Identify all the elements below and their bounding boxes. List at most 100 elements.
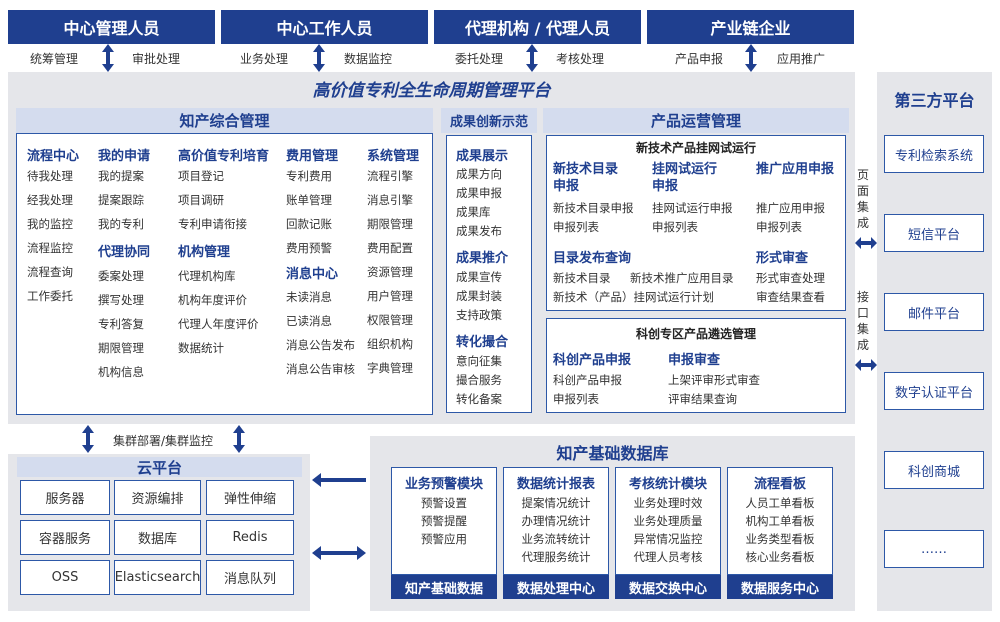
list-item[interactable]: 待我处理 — [27, 169, 73, 183]
list-item[interactable]: 形式审查处理 — [756, 271, 825, 285]
list-item[interactable]: 项目登记 — [178, 169, 224, 183]
list-item[interactable]: 期限管理 — [98, 341, 144, 355]
list-item[interactable]: 新技术推广应用目录 — [630, 271, 734, 285]
cloud-item[interactable]: 资源编排 — [114, 480, 201, 515]
list-item[interactable]: 意向征集 — [456, 354, 502, 368]
module-footer[interactable]: 知产基础数据 — [391, 575, 497, 599]
third-party-item[interactable]: 短信平台 — [884, 214, 984, 252]
list-item[interactable]: 办理情况统计 — [521, 514, 591, 528]
role-sub-left: 业务处理 — [240, 52, 289, 66]
list-item[interactable]: 机构信息 — [98, 365, 144, 379]
list-item[interactable]: 提案跟踪 — [98, 193, 144, 207]
list-item[interactable]: 工作委托 — [27, 289, 73, 303]
list-item[interactable]: 成果宣传 — [456, 270, 502, 284]
list-item[interactable]: 新技术目录申报 — [553, 201, 634, 215]
list-item[interactable]: 核心业务看板 — [745, 550, 815, 564]
list-item[interactable]: 上架评审形式审查 — [668, 373, 760, 387]
module-footer[interactable]: 数据处理中心 — [503, 575, 609, 599]
list-item[interactable]: 业务处理质量 — [633, 514, 703, 528]
list-item[interactable]: 代理人年度评价 — [178, 317, 259, 331]
list-item[interactable]: 异常情况监控 — [633, 532, 703, 546]
list-item[interactable]: 业务流转统计 — [521, 532, 591, 546]
list-item[interactable]: 业务类型看板 — [745, 532, 815, 546]
list-item[interactable]: 预警应用 — [421, 532, 467, 546]
list-item[interactable]: 业务处理时效 — [633, 496, 703, 510]
list-item[interactable]: 委案处理 — [98, 269, 144, 283]
list-item[interactable]: 经我处理 — [27, 193, 73, 207]
list-item[interactable]: 评审结果查询 — [668, 392, 737, 406]
list-item[interactable]: 新技术（产品）挂网试运行计划 — [553, 290, 714, 304]
list-item[interactable]: 撮合服务 — [456, 373, 502, 387]
list-item[interactable]: 转化备案 — [456, 392, 502, 406]
list-item[interactable]: 未读消息 — [286, 290, 332, 304]
list-item[interactable]: 成果库 — [456, 205, 491, 219]
list-item[interactable]: 组织机构 — [367, 337, 413, 351]
list-item[interactable]: 新技术目录 — [553, 271, 611, 285]
cloud-item[interactable]: 消息队列 — [206, 560, 294, 595]
list-item[interactable]: 消息公告发布 — [286, 338, 355, 352]
list-item[interactable]: 费用配置 — [367, 241, 413, 255]
list-item[interactable]: 专利费用 — [286, 169, 332, 183]
list-item[interactable]: 费用预警 — [286, 241, 332, 255]
list-item[interactable]: 支持政策 — [456, 308, 502, 322]
list-item[interactable]: 字典管理 — [367, 361, 413, 375]
cloud-item[interactable]: 数据库 — [114, 520, 201, 555]
list-item[interactable]: 申报列表 — [553, 220, 599, 234]
list-item[interactable]: 专利申请衔接 — [178, 217, 247, 231]
list-item[interactable]: 挂网试运行申报 — [652, 201, 733, 215]
list-item[interactable]: 推广应用申报 — [756, 201, 825, 215]
third-party-item[interactable]: 专利检索系统 — [884, 135, 984, 173]
list-item[interactable]: 账单管理 — [286, 193, 332, 207]
product-ops-title: 产品运营管理 — [543, 108, 849, 133]
third-party-item[interactable]: 数字认证平台 — [884, 372, 984, 410]
list-item[interactable]: 成果申报 — [456, 186, 502, 200]
cloud-item[interactable]: Redis — [206, 520, 294, 555]
list-item[interactable]: 消息公告审核 — [286, 362, 355, 376]
list-item[interactable]: 机构工单看板 — [745, 514, 815, 528]
list-item[interactable]: 申报列表 — [553, 392, 599, 406]
list-item[interactable]: 权限管理 — [367, 313, 413, 327]
list-item[interactable]: 成果封装 — [456, 289, 502, 303]
module-footer[interactable]: 数据交换中心 — [615, 575, 721, 599]
list-item[interactable]: 项目调研 — [178, 193, 224, 207]
list-item[interactable]: 申报列表 — [756, 220, 802, 234]
cloud-item[interactable]: 弹性伸缩 — [206, 480, 294, 515]
cloud-item[interactable]: Elasticsearch — [114, 560, 201, 595]
list-item[interactable]: 消息引擎 — [367, 193, 413, 207]
list-item[interactable]: 流程监控 — [27, 241, 73, 255]
list-item[interactable]: 专利答复 — [98, 317, 144, 331]
cloud-item[interactable]: 服务器 — [20, 480, 110, 515]
third-party-item[interactable]: 邮件平台 — [884, 293, 984, 331]
list-item[interactable]: 我的监控 — [27, 217, 73, 231]
third-party-item[interactable]: …… — [884, 530, 984, 568]
cloud-item[interactable]: OSS — [20, 560, 110, 595]
list-item[interactable]: 人员工单看板 — [745, 496, 815, 510]
list-item[interactable]: 我的提案 — [98, 169, 144, 183]
list-item[interactable]: 成果方向 — [456, 167, 502, 181]
list-item[interactable]: 资源管理 — [367, 265, 413, 279]
list-item[interactable]: 流程引擎 — [367, 169, 413, 183]
module-footer[interactable]: 数据服务中心 — [727, 575, 833, 599]
third-party-item[interactable]: 科创商城 — [884, 451, 984, 489]
list-item[interactable]: 回款记账 — [286, 217, 332, 231]
list-item[interactable]: 申报列表 — [652, 220, 698, 234]
list-item[interactable]: 机构年度评价 — [178, 293, 247, 307]
col-head: 高价值专利培育 — [178, 149, 270, 164]
list-item[interactable]: 用户管理 — [367, 289, 413, 303]
list-item[interactable]: 代理服务统计 — [521, 550, 591, 564]
list-item[interactable]: 代理人员考核 — [633, 550, 703, 564]
list-item[interactable]: 数据统计 — [178, 341, 224, 355]
list-item[interactable]: 成果发布 — [456, 224, 502, 238]
list-item[interactable]: 预警设置 — [421, 496, 467, 510]
list-item[interactable]: 审查结果查看 — [756, 290, 825, 304]
list-item[interactable]: 我的专利 — [98, 217, 144, 231]
list-item[interactable]: 提案情况统计 — [521, 496, 591, 510]
list-item[interactable]: 代理机构库 — [178, 269, 236, 283]
cloud-item[interactable]: 容器服务 — [20, 520, 110, 555]
list-item[interactable]: 期限管理 — [367, 217, 413, 231]
list-item[interactable]: 撰写处理 — [98, 293, 144, 307]
list-item[interactable]: 已读消息 — [286, 314, 332, 328]
list-item[interactable]: 流程查询 — [27, 265, 73, 279]
list-item[interactable]: 科创产品申报 — [553, 373, 622, 387]
list-item[interactable]: 预警提醒 — [421, 514, 467, 528]
